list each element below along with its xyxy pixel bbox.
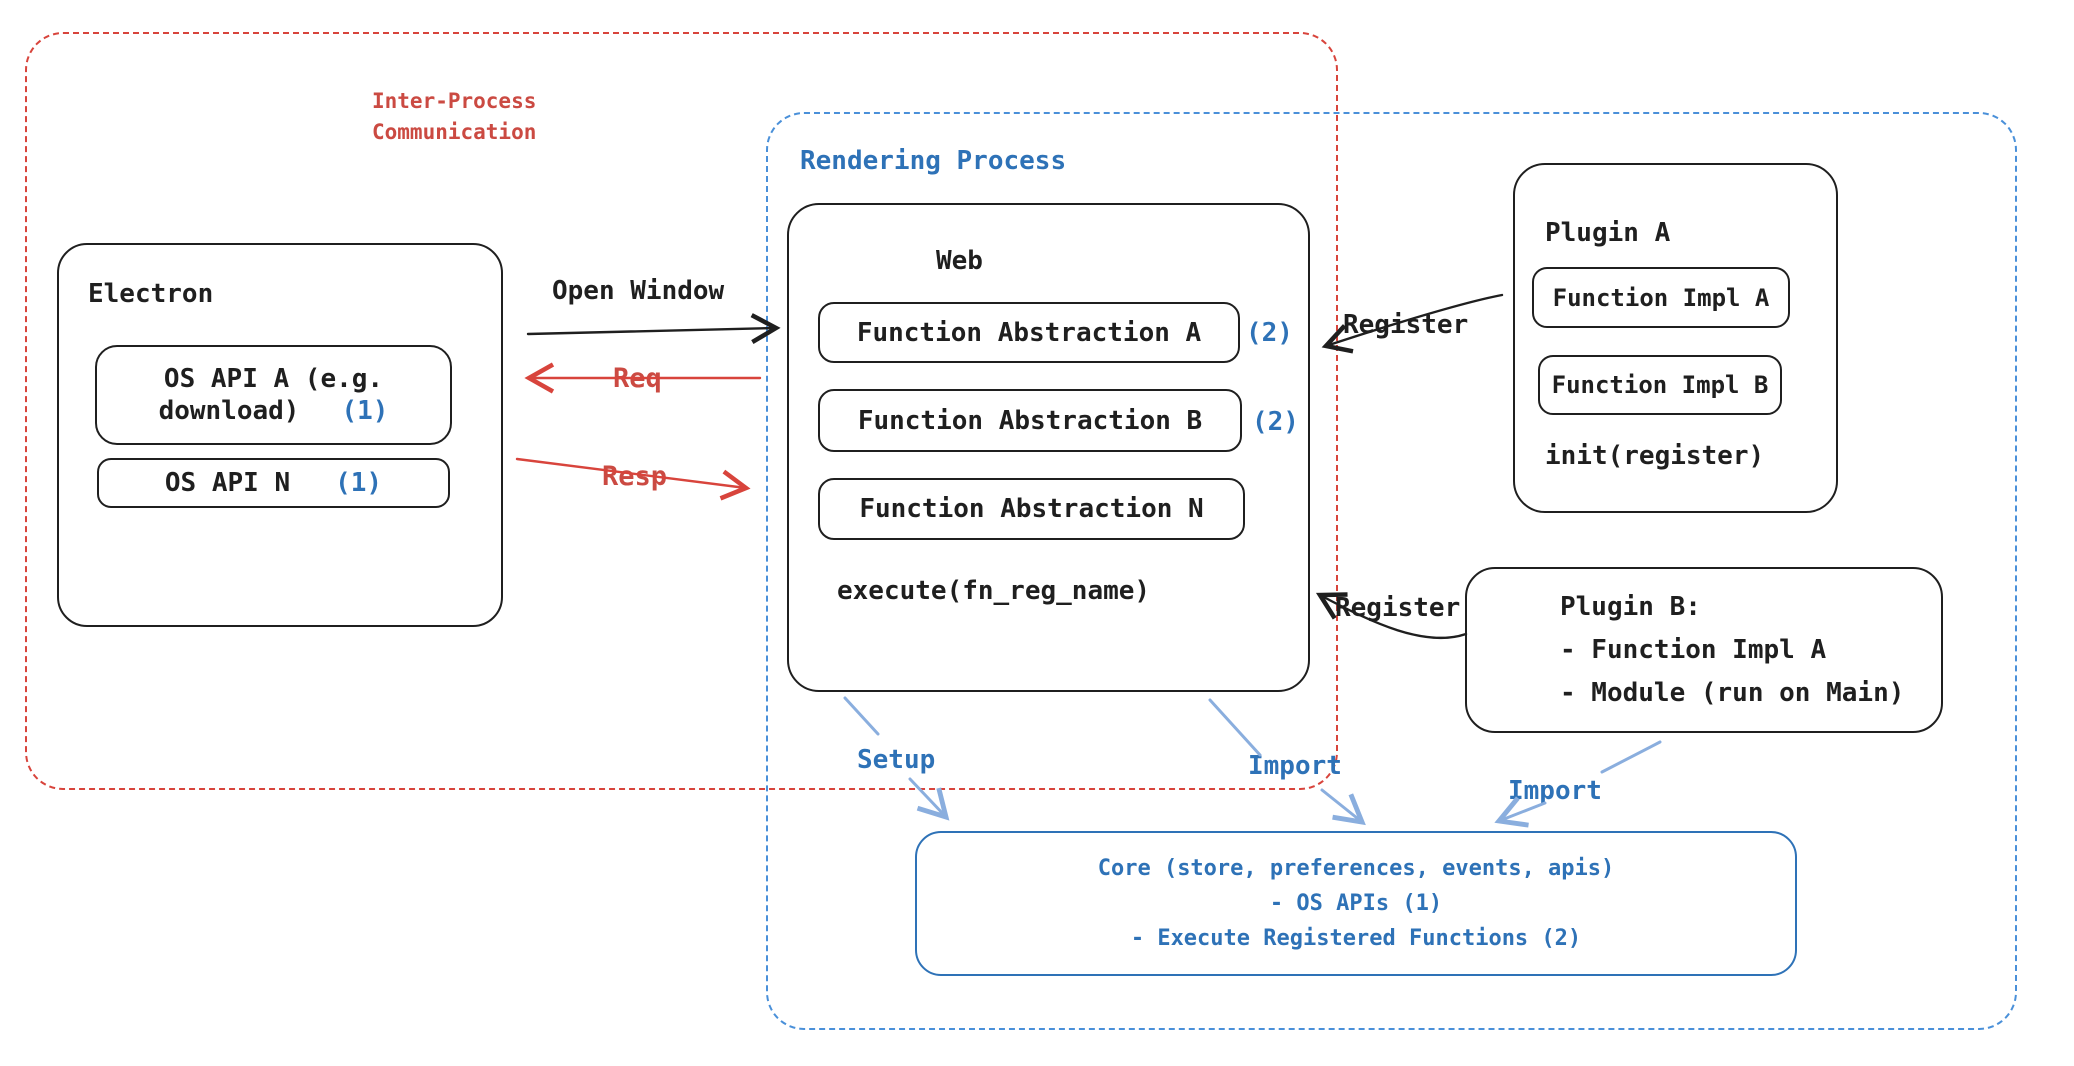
core-line3: - Execute Registered Functions (2) <box>1130 926 1582 951</box>
register-top-label: Register <box>1343 310 1469 340</box>
init-register-label: init(register) <box>1545 441 1765 471</box>
os-api-n-badge: (1) <box>335 468 383 498</box>
core-line1: Core (store, preferences, events, apis) <box>1097 856 1615 881</box>
os-api-a-line2: download) (1) <box>158 396 389 426</box>
req-label: Req <box>605 363 670 394</box>
plugin-a-box <box>1513 163 1838 513</box>
function-impl-b-box: Function Impl B <box>1538 355 1782 415</box>
os-api-a-line1: OS API A (e.g. <box>163 364 384 394</box>
execute-label: execute(fn_reg_name) <box>837 576 1151 606</box>
electron-title: Electron <box>88 279 214 309</box>
resp-label: Resp <box>594 461 676 492</box>
core-box: Core (store, preferences, events, apis) … <box>915 831 1797 976</box>
function-abstraction-a-box: Function Abstraction A <box>818 302 1240 363</box>
function-abstraction-b-box: Function Abstraction B <box>818 389 1242 452</box>
import-plugin-label: Import <box>1508 776 1602 806</box>
setup-label: Setup <box>857 745 936 775</box>
function-abstraction-a-badge: (2) <box>1246 318 1293 348</box>
ipc-region-frame <box>25 32 1338 790</box>
rendering-process-frame <box>766 112 2017 1030</box>
function-abstraction-b-badge: (2) <box>1252 407 1299 437</box>
open-window-label: Open Window <box>552 276 725 306</box>
rendering-process-title: Rendering Process <box>800 146 1067 176</box>
os-api-n-label: OS API N <box>164 468 291 498</box>
os-api-n-box: OS API N (1) <box>97 458 450 508</box>
ipc-region-title: Inter-Process Communication <box>372 89 537 144</box>
register-bottom-label: Register <box>1335 593 1461 623</box>
os-api-a-badge: (1) <box>341 396 389 426</box>
core-line2: - OS APIs (1) <box>1269 891 1443 916</box>
web-title: Web <box>936 246 983 276</box>
os-api-a-box: OS API A (e.g. download) (1) <box>95 345 452 445</box>
core-text: Core (store, preferences, events, apis) … <box>917 833 1795 974</box>
plugin-a-title: Plugin A <box>1545 218 1671 248</box>
function-abstraction-n-box: Function Abstraction N <box>818 478 1245 540</box>
function-impl-a-box: Function Impl A <box>1532 267 1790 328</box>
plugin-b-box <box>1465 567 1943 733</box>
import-web-label: Import <box>1248 751 1342 781</box>
plugin-b-text: Plugin B: - Function Impl A - Module (ru… <box>1560 592 1905 708</box>
